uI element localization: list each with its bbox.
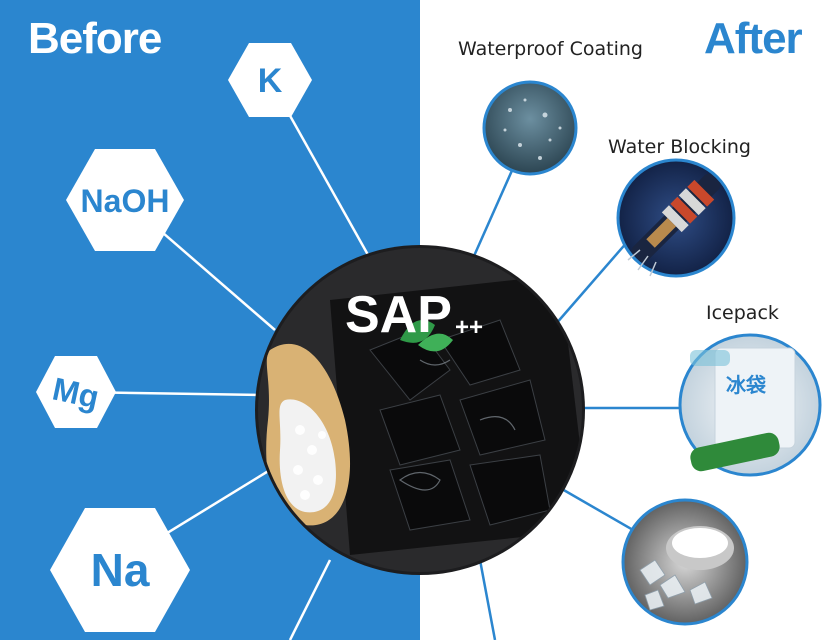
icepack-label: Icepack [706, 302, 779, 324]
before-heading: Before [28, 14, 162, 63]
center-sap-image: SAP ++ [255, 245, 585, 575]
water-blocking-label: Water Blocking [608, 136, 751, 158]
waterproof-coating-image [482, 80, 578, 176]
sap-suffix: ++ [455, 314, 483, 341]
after-heading: After [704, 14, 803, 63]
hexagon-na-label: Na [91, 544, 150, 596]
sap-title: SAP [345, 286, 452, 344]
hexagon-mg: Mg [36, 356, 116, 428]
hexagon-naoh: NaOH [66, 149, 184, 251]
water-blocking-image [616, 158, 736, 278]
sap-bowl-image [621, 498, 749, 626]
hexagon-k: K [228, 43, 312, 117]
hexagon-na: Na [50, 508, 190, 632]
hexagon-naoh-label: NaOH [81, 183, 170, 219]
icepack-image: 冰袋 [678, 333, 822, 477]
svg-text:冰袋: 冰袋 [726, 373, 767, 397]
waterproof-coating-label: Waterproof Coating [458, 38, 643, 60]
hexagon-k-label: K [258, 62, 283, 100]
